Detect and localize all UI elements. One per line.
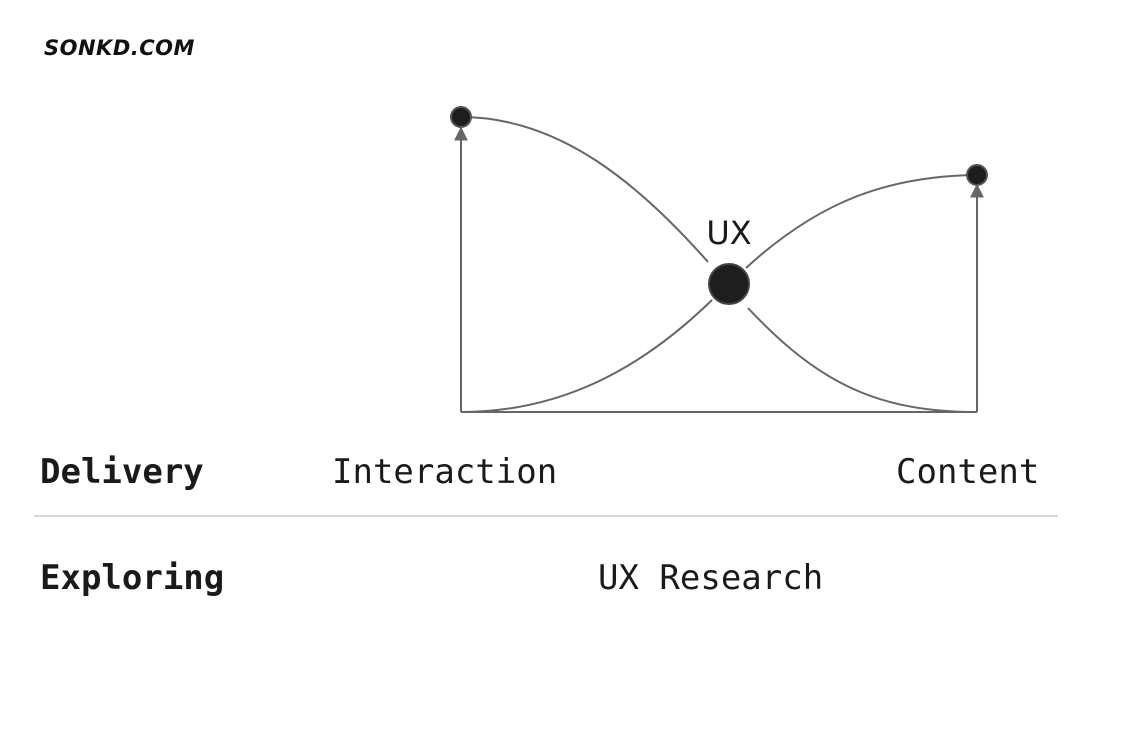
cell-content: Content <box>896 452 1040 492</box>
ux-center-label: UX <box>706 214 751 252</box>
interaction-curve <box>460 116 978 413</box>
cell-interaction: Interaction <box>332 452 558 492</box>
row-label-delivery: Delivery <box>40 452 204 492</box>
content-endpoint-node <box>966 164 988 186</box>
interaction-endpoint-node <box>450 106 472 128</box>
ux-center-node <box>708 263 750 305</box>
content-curve <box>460 174 978 413</box>
row-label-exploring: Exploring <box>40 558 225 598</box>
row-divider <box>34 515 1058 517</box>
cell-ux-research: UX Research <box>598 558 824 598</box>
site-logo: SONKD.COM <box>44 36 195 60</box>
